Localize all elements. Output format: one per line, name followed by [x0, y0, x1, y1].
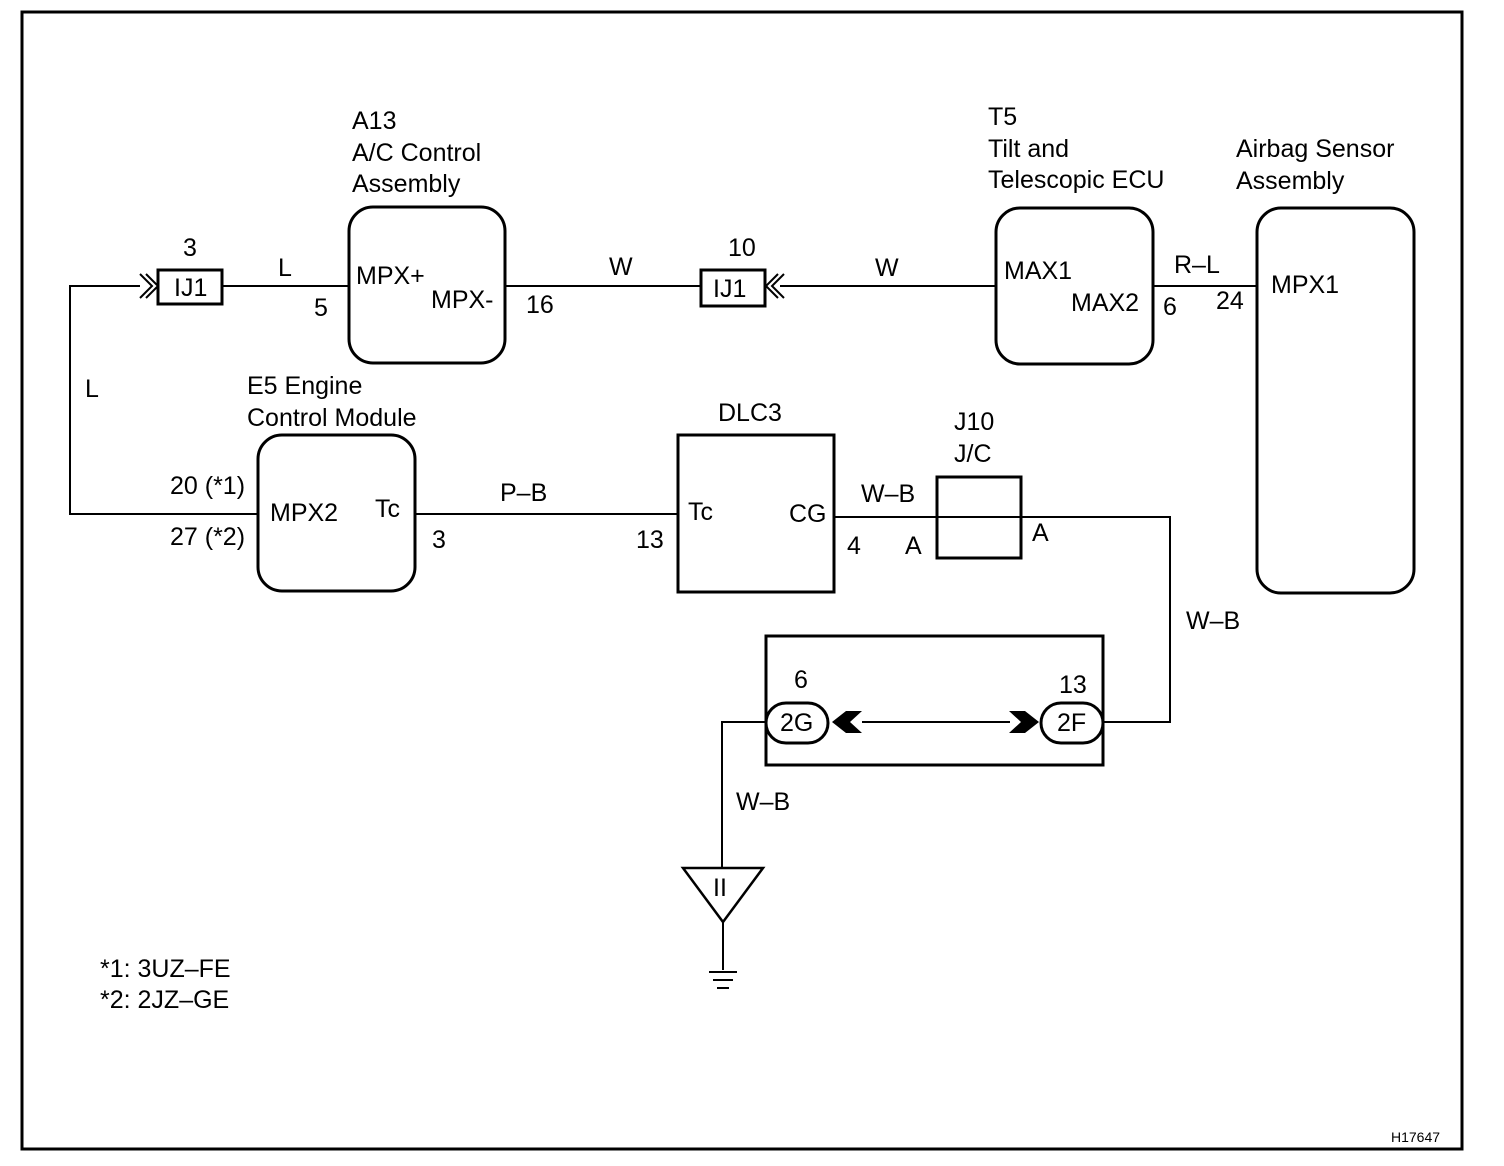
ecm-name-2: Control Module: [247, 404, 417, 432]
ecm-name-1: E5 Engine: [247, 372, 362, 400]
ac-pin-num-right: 16: [526, 291, 554, 319]
ac-pin-mpx-plus: MPX+: [356, 262, 425, 290]
tilt-ecu-body: [994, 206, 1155, 366]
ecm-pin-mpx2: MPX2: [270, 499, 338, 527]
ground-triangle-icon: [680, 866, 766, 925]
ac-pin-num-left: 5: [314, 294, 328, 322]
connector-ij1-label: IJ1: [713, 275, 746, 303]
ecm-body: [256, 433, 417, 593]
airbag-body: [1255, 206, 1416, 595]
connector-ij1-box: [156, 268, 224, 306]
wire-wb-ground: [721, 721, 766, 868]
ecm-pin-tc: Tc: [375, 495, 400, 523]
dlc3-name: DLC3: [718, 399, 782, 427]
junction-block: 2G 6 2F 13: [764, 634, 1105, 767]
tilt-telescopic-ecu: T5 Tilt and Telescopic ECU MAX1 MAX2 6: [988, 103, 1177, 366]
tilt-ecu-ref: T5: [988, 103, 1017, 131]
connector-2g-body: [764, 701, 830, 745]
ac-control-ref: A13: [352, 107, 396, 135]
connector-ij1-box: [699, 268, 767, 308]
wire-wb-dlc-jc: [834, 516, 1171, 723]
dlc3-connector: DLC3 Tc CG 13 4: [636, 399, 861, 594]
connector-ij1-right: IJ1 10: [699, 234, 785, 308]
wire-label-pb: P–B: [500, 479, 547, 507]
connector-2f-body: [1039, 701, 1105, 745]
airbag-name-1: Airbag Sensor: [1236, 135, 1394, 163]
connector-2g-arrow-icon: [832, 711, 862, 733]
ecm-pin-num-left-2: 27 (*2): [170, 523, 245, 551]
jc-body: [935, 475, 1023, 560]
ground-point: II: [680, 866, 766, 989]
tilt-ecu-name-2: Telescopic ECU: [988, 166, 1164, 194]
dlc3-pin-num-right: 4: [847, 532, 861, 560]
connector-ij1-pin: 10: [728, 234, 756, 262]
jc-pin-right: A: [1032, 519, 1049, 547]
wire-label-w-1: W: [609, 253, 633, 281]
wire-label-wb-2: W–B: [1186, 607, 1240, 635]
wire-l-left-loop: [69, 285, 258, 515]
ecm-pin-num-left-1: 20 (*1): [170, 472, 245, 500]
jc-pin-left: A: [905, 532, 922, 560]
airbag-pin-mpx1: MPX1: [1271, 271, 1339, 299]
ac-control-body: [347, 205, 507, 365]
footnote-1: *1: 3UZ–FE: [100, 955, 231, 983]
wire-label-wb-3: W–B: [736, 788, 790, 816]
airbag-pin-num: 24: [1216, 287, 1244, 315]
airbag-sensor-assembly: Airbag Sensor Assembly MPX1 24: [1216, 135, 1416, 595]
dlc3-pin-cg: CG: [789, 500, 827, 528]
airbag-name-2: Assembly: [1236, 167, 1345, 195]
junction-connector-j10: J10 J/C A A: [905, 408, 1049, 560]
ac-control-name-2: Assembly: [352, 170, 461, 198]
wire-label-l-left: L: [85, 375, 99, 403]
connector-arrow-icon: [764, 273, 785, 299]
connector-2g-pin: 6: [794, 666, 808, 694]
ecm-pin-num-right: 3: [432, 526, 446, 554]
ac-pin-mpx-minus: MPX-: [431, 286, 494, 314]
connector-ij1-label: IJ1: [174, 274, 207, 302]
connector-2g-label: 2G: [780, 709, 813, 737]
ac-control-name-1: A/C Control: [352, 139, 481, 167]
wire-label-w-2: W: [875, 254, 899, 282]
ground-label: II: [713, 874, 727, 902]
connector-arrow-icon: [139, 273, 160, 299]
connector-ij1-left: IJ1 3: [139, 234, 224, 306]
dlc3-pin-num-left: 13: [636, 526, 664, 554]
jc-name: J/C: [954, 440, 992, 468]
wire-label-wb-1: W–B: [861, 480, 915, 508]
tilt-pin-max2: MAX2: [1071, 289, 1139, 317]
footnote-2: *2: 2JZ–GE: [100, 986, 229, 1014]
tilt-pin-num-right: 6: [1163, 293, 1177, 321]
tilt-pin-max1: MAX1: [1004, 257, 1072, 285]
tilt-ecu-name-1: Tilt and: [988, 135, 1069, 163]
junction-block-body: [764, 634, 1105, 767]
engine-control-module: E5 Engine Control Module MPX2 Tc 20 (*1)…: [170, 372, 446, 593]
dlc3-body: [676, 433, 836, 594]
connector-2f-pin: 13: [1059, 671, 1087, 699]
figure-id: H17647: [1391, 1129, 1440, 1145]
wire-label-l-top: L: [278, 254, 292, 282]
jc-ref: J10: [954, 408, 994, 436]
ac-control-assembly: A13 A/C Control Assembly MPX+ MPX- 5 16: [314, 107, 554, 365]
diagram-frame: [20, 10, 1464, 1151]
connector-ij1-pin: 3: [183, 234, 197, 262]
connector-2f-arrow-icon: [1009, 711, 1039, 733]
connector-2f-label: 2F: [1057, 709, 1086, 737]
wire-label-rl: R–L: [1174, 251, 1220, 279]
dlc3-pin-tc: Tc: [688, 498, 713, 526]
